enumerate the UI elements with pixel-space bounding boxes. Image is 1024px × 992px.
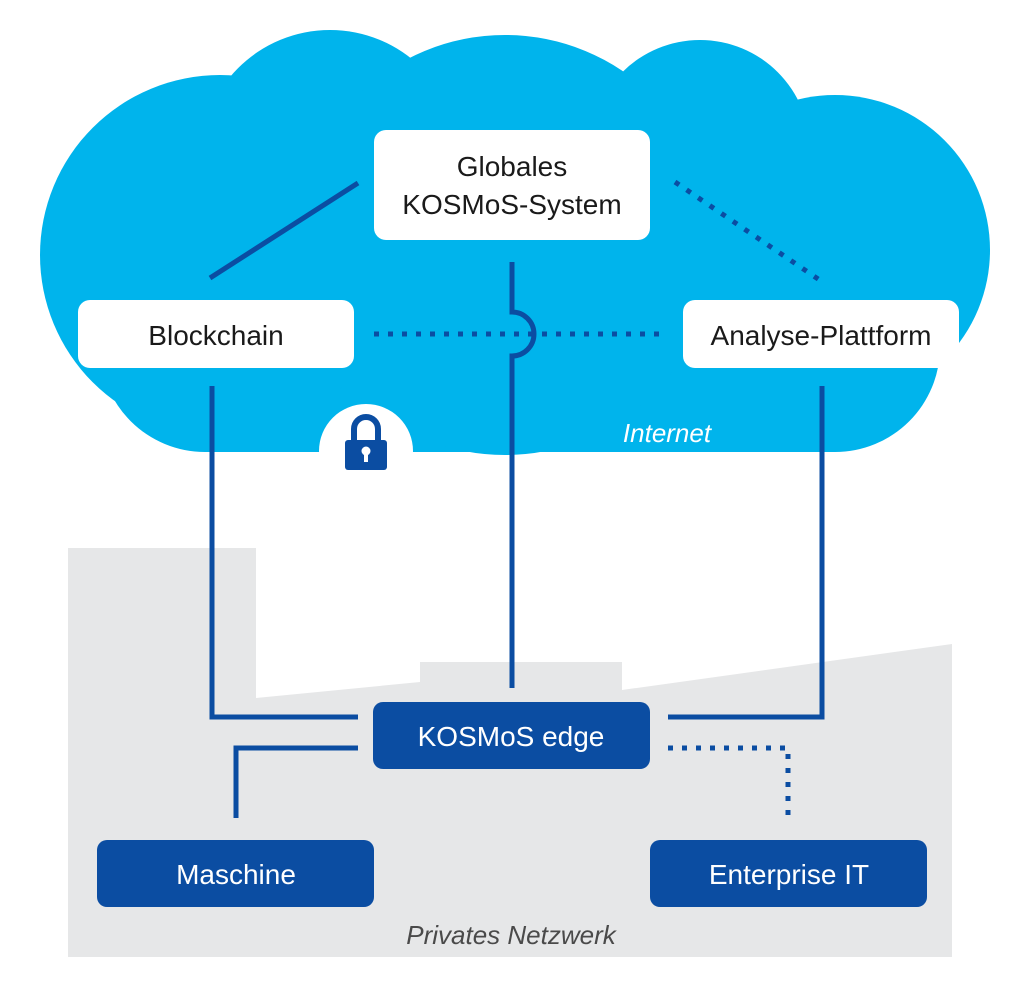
global-system-label-line2: KOSMoS-System (402, 189, 621, 220)
analytics-label: Analyse-Plattform (711, 320, 932, 351)
node-kosmos-edge: KOSMoS edge (373, 702, 650, 769)
node-global-system: Globales KOSMoS-System (374, 130, 650, 240)
global-system-label-line1: Globales (457, 151, 568, 182)
kosmos-edge-label: KOSMoS edge (418, 721, 605, 752)
enterprise-it-label: Enterprise IT (709, 859, 869, 890)
connector-global-analytics (673, 179, 826, 286)
internet-zone-label: Internet (623, 418, 713, 448)
connector-analytics-edge (668, 386, 825, 720)
connector-global-edge (509, 262, 537, 688)
private-network-zone-label: Privates Netzwerk (406, 920, 617, 950)
connector-blockchain-edge (209, 386, 358, 720)
blockchain-label: Blockchain (148, 320, 283, 351)
node-enterprise-it: Enterprise IT (650, 840, 927, 907)
machine-label: Maschine (176, 859, 296, 890)
node-blockchain: Blockchain (78, 300, 354, 368)
lock-icon (319, 404, 413, 498)
node-analytics: Analyse-Plattform (683, 300, 959, 368)
node-machine: Maschine (97, 840, 374, 907)
connector-machine-edge (233, 745, 358, 818)
internet-cloud (40, 30, 990, 455)
connector-global-blockchain (208, 180, 360, 281)
